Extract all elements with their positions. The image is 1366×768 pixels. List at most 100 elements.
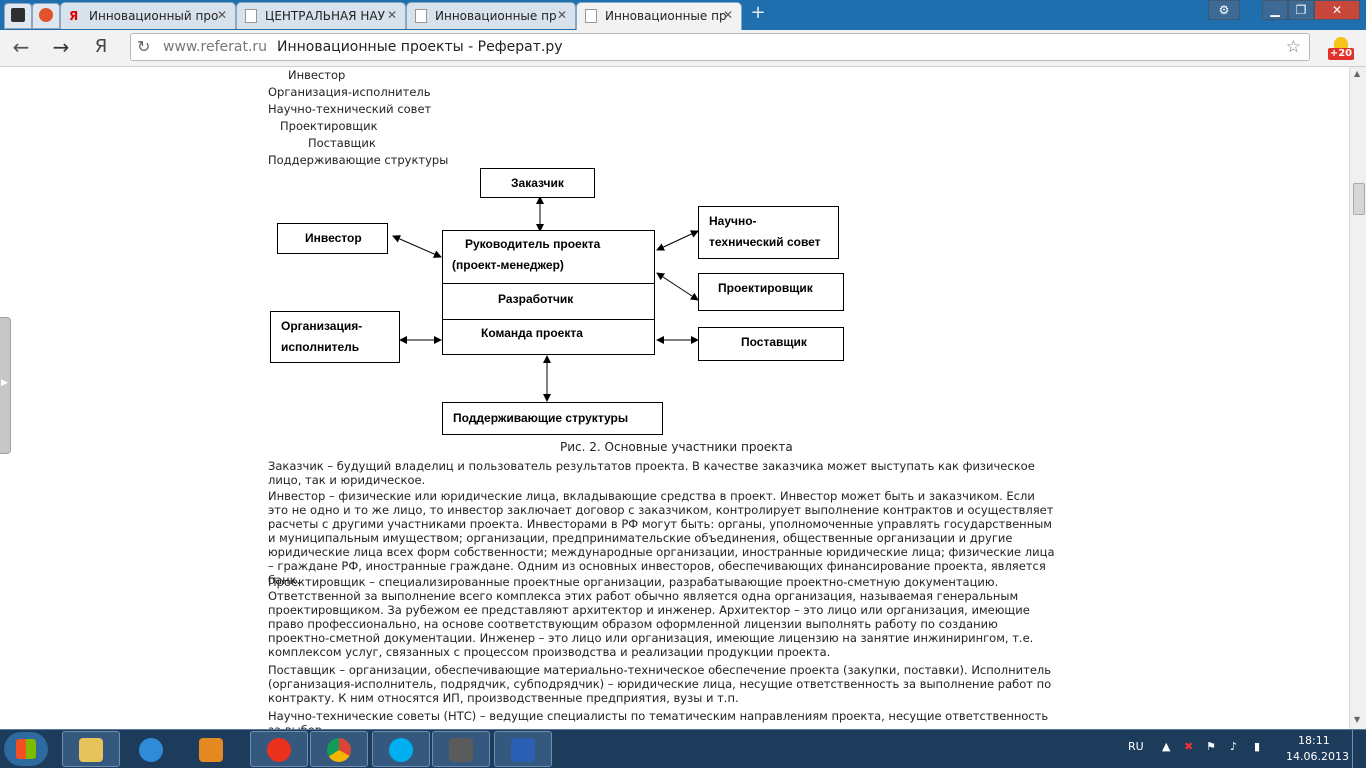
vertical-scrollbar[interactable]: ▲ ▼ xyxy=(1349,67,1366,729)
taskbar-media-player[interactable] xyxy=(182,731,240,767)
close-icon[interactable]: ✕ xyxy=(722,8,733,22)
forward-button[interactable]: → xyxy=(48,35,74,61)
box-team-label: Команда проекта xyxy=(481,326,583,340)
close-icon[interactable]: ✕ xyxy=(386,8,397,22)
box-manager-label-2: (проект-менеджер) xyxy=(452,258,564,272)
close-window-button[interactable]: ✕ xyxy=(1314,0,1360,20)
list-item: Научно-технический совет xyxy=(268,102,432,116)
chevron-right-icon: ▶ xyxy=(1,378,8,388)
pinned-tab-apps[interactable] xyxy=(4,3,32,29)
list-item: Поставщик xyxy=(308,136,376,150)
list-item: Проектировщик xyxy=(280,119,378,133)
box-customer-label: Заказчик xyxy=(511,176,564,190)
box-support-label: Поддерживающие структуры xyxy=(453,411,629,425)
divider xyxy=(443,319,654,320)
document-icon xyxy=(245,9,257,23)
box-developer-label: Разработчик xyxy=(498,292,574,306)
reload-icon[interactable]: ↻ xyxy=(137,37,151,56)
clock-date[interactable]: 14.06.2013 xyxy=(1286,750,1349,763)
network-error-icon[interactable]: ✖ xyxy=(1184,740,1194,753)
tab-3-title: Инновационные пр xyxy=(435,9,557,23)
side-panel-handle[interactable]: ▶ xyxy=(0,317,11,454)
tab-1-title: Инновационный про xyxy=(89,9,219,23)
box-council-label-2: технический совет xyxy=(709,235,821,249)
address-bar[interactable]: ↻ www.referat.ru Инновационные проекты -… xyxy=(130,33,1310,61)
network-icon[interactable]: ▮ xyxy=(1254,740,1261,753)
extension-button[interactable]: +20 xyxy=(1328,37,1356,61)
box-investor: Инвестор xyxy=(277,223,388,254)
paragraph: Поставщик – организации, обеспечивающие … xyxy=(268,663,1052,705)
clock-time[interactable]: 18:11 xyxy=(1298,734,1330,747)
folder-icon xyxy=(79,738,103,762)
box-organization: Организация- исполнитель xyxy=(270,311,400,363)
figure-caption: Рис. 2. Основные участники проекта xyxy=(560,440,793,454)
tab-1[interactable]: Я Инновационный про ✕ xyxy=(60,2,236,29)
pinned-tab-joomla[interactable] xyxy=(32,3,60,29)
box-project-manager: Руководитель проекта (проект-менеджер) Р… xyxy=(442,230,655,355)
gear-icon: ⚙ xyxy=(1218,3,1230,17)
new-tab-button[interactable]: + xyxy=(750,2,766,23)
chrome-icon xyxy=(327,738,351,762)
arrow-manager-designer xyxy=(656,272,699,301)
maximize-button[interactable]: ❐ xyxy=(1288,0,1314,20)
taskbar-explorer[interactable] xyxy=(62,731,120,767)
arrow-manager-council xyxy=(656,230,699,251)
taskbar-skype[interactable] xyxy=(372,731,430,767)
list-item: Инвестор xyxy=(288,68,346,82)
windows-logo-icon xyxy=(16,739,36,759)
box-manager-label-1: Руководитель проекта xyxy=(465,237,601,251)
skype-icon xyxy=(389,738,413,762)
tab-2[interactable]: ЦЕНТРАЛЬНАЯ НАУ ✕ xyxy=(236,2,406,29)
taskbar-word[interactable] xyxy=(494,731,552,767)
show-desktop-button[interactable] xyxy=(1352,730,1366,768)
tab-2-title: ЦЕНТРАЛЬНАЯ НАУ xyxy=(265,9,385,23)
paragraph: Научно-технические советы (НТС) – ведущи… xyxy=(268,709,1049,729)
windows-taskbar: RU ▲ ✖ ⚑ ♪ ▮ 18:11 14.06.2013 xyxy=(0,729,1366,768)
document-icon xyxy=(415,9,427,23)
scrollbar-thumb[interactable] xyxy=(1353,183,1365,215)
taskbar-ie[interactable] xyxy=(122,731,180,767)
taskbar-chrome[interactable] xyxy=(310,731,368,767)
box-support: Поддерживающие структуры xyxy=(442,402,663,435)
taskbar-yandex-browser[interactable] xyxy=(250,731,308,767)
scroll-down-icon[interactable]: ▼ xyxy=(1354,715,1361,724)
box-council-label-1: Научно- xyxy=(709,214,757,228)
list-item: Поддерживающие структуры xyxy=(268,153,449,167)
internet-explorer-icon xyxy=(139,738,163,762)
tray-expand-icon[interactable]: ▲ xyxy=(1162,740,1171,753)
box-supplier-label: Поставщик xyxy=(741,335,807,349)
box-org-label-1: Организация- xyxy=(281,319,363,333)
box-org-label-2: исполнитель xyxy=(281,340,360,354)
tab-4-active[interactable]: Инновационные пр ✕ xyxy=(576,2,742,30)
restore-icon: ❐ xyxy=(1295,3,1307,17)
apps-grid-icon xyxy=(11,8,25,22)
minimize-button[interactable]: ▁ xyxy=(1262,0,1288,20)
start-button[interactable] xyxy=(4,732,48,766)
divider xyxy=(443,283,654,284)
close-icon[interactable]: ✕ xyxy=(216,8,227,22)
tab-3[interactable]: Инновационные пр ✕ xyxy=(406,2,576,29)
tab-strip: Я Инновационный про ✕ ЦЕНТРАЛЬНАЯ НАУ ✕ … xyxy=(0,0,1366,30)
settings-button[interactable]: ⚙ xyxy=(1208,0,1240,20)
document-icon xyxy=(585,9,597,23)
media-player-icon xyxy=(199,738,223,762)
paragraph: Инвестор – физические или юридические ли… xyxy=(268,489,1055,587)
close-icon[interactable]: ✕ xyxy=(556,8,567,22)
box-customer: Заказчик xyxy=(480,168,595,198)
tab-4-title: Инновационные пр xyxy=(605,9,727,23)
box-designer-label: Проектировщик xyxy=(718,281,813,295)
back-button[interactable]: ← xyxy=(8,35,34,61)
taskbar-app[interactable] xyxy=(432,731,490,767)
scroll-up-icon[interactable]: ▲ xyxy=(1354,69,1361,78)
bookmark-star-icon[interactable]: ☆ xyxy=(1285,37,1301,57)
volume-icon[interactable]: ♪ xyxy=(1230,740,1238,753)
yandex-button[interactable]: Я xyxy=(94,36,108,57)
arrow-left-icon: ← xyxy=(12,35,30,59)
diagram-arrows xyxy=(392,196,699,402)
language-indicator[interactable]: RU xyxy=(1128,740,1144,753)
browser-toolbar: ← → Я ↻ www.referat.ru Инновационные про… xyxy=(0,30,1366,67)
flag-icon[interactable]: ⚑ xyxy=(1206,740,1216,753)
monitor-icon xyxy=(449,738,473,762)
paragraph: Заказчик – будущий владелиц и пользовате… xyxy=(268,459,1035,487)
minimize-icon: ▁ xyxy=(1270,3,1280,17)
